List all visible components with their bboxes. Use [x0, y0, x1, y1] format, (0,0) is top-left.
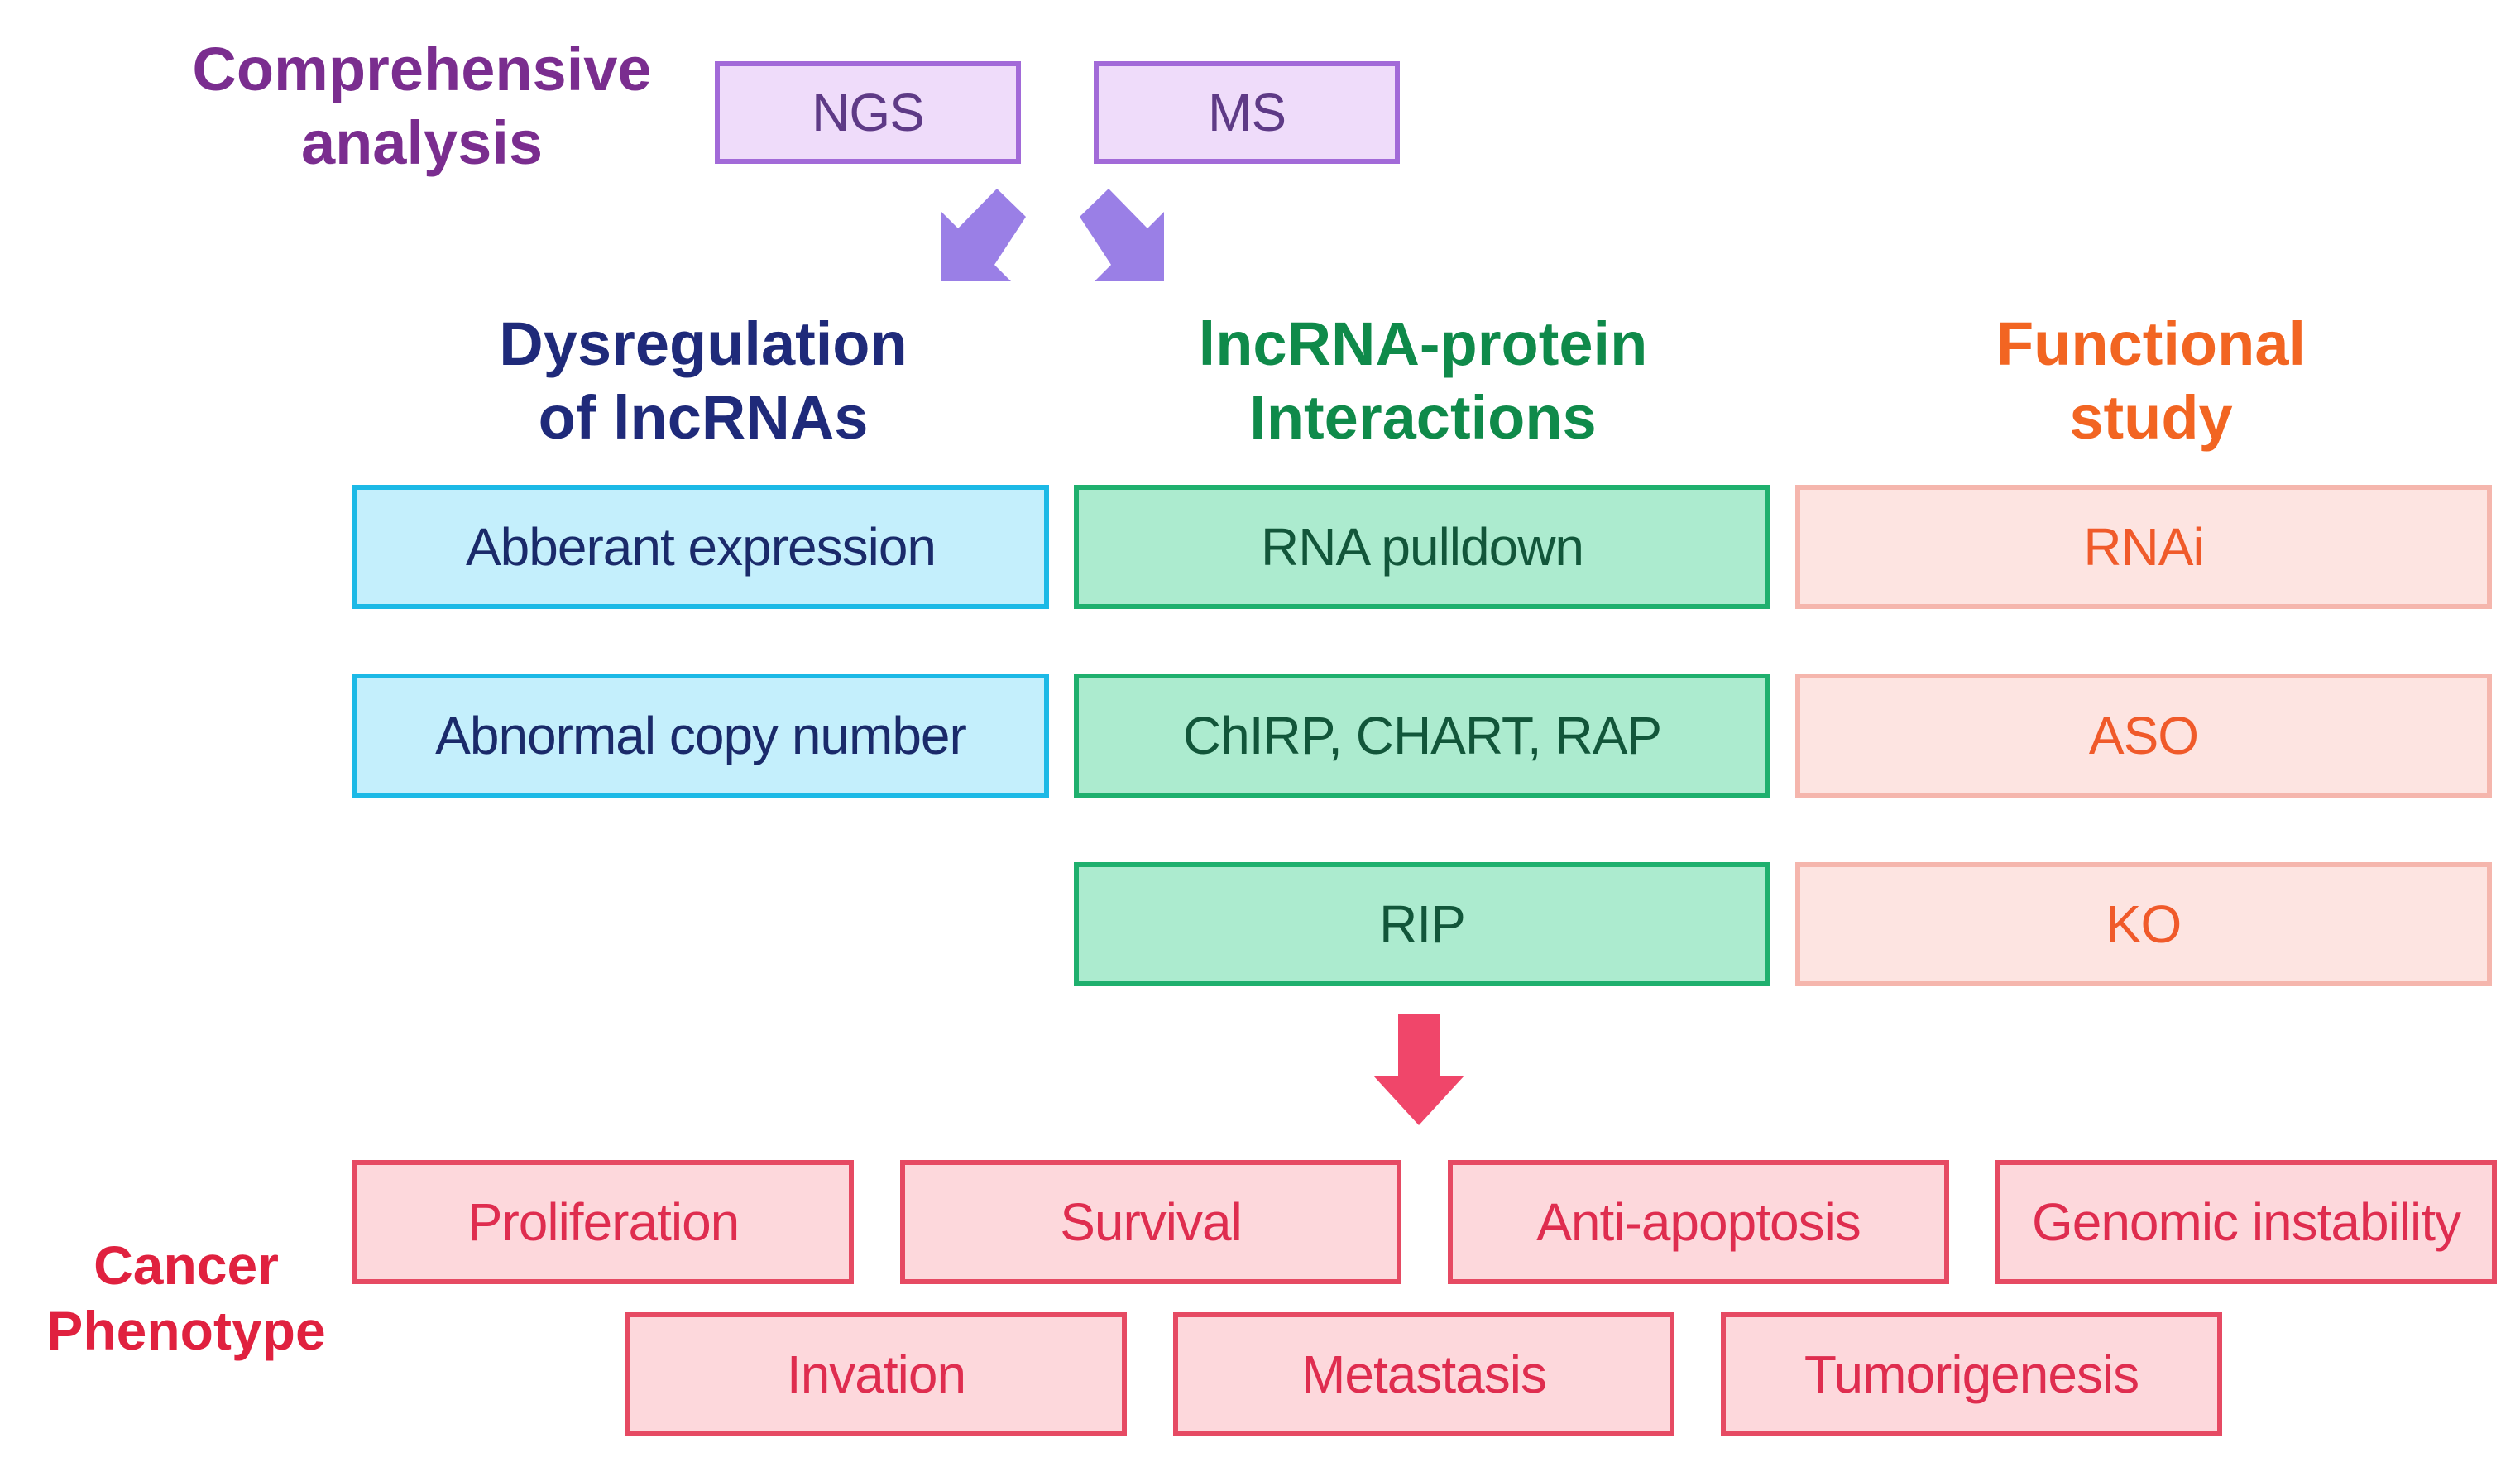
survival-box: Survival — [900, 1160, 1401, 1284]
comprehensive-analysis-line1: Comprehensive — [192, 35, 652, 103]
ms-label: MS — [1208, 83, 1286, 142]
comprehensive-analysis-label: Comprehensive analysis — [165, 33, 678, 180]
metastasis-box: Metastasis — [1173, 1312, 1674, 1436]
rip-box: RIP — [1074, 862, 1770, 986]
dysregulation-line1: Dysregulation — [499, 309, 908, 378]
cancer-phenotype-line2: Phenotype — [46, 1300, 326, 1362]
aso-box: ASO — [1795, 674, 2492, 798]
genomic-instability-box: Genomic instability — [1995, 1160, 2497, 1284]
rip-label: RIP — [1379, 894, 1466, 954]
arrow-down-red-icon — [1373, 1014, 1464, 1125]
metastasis-label: Metastasis — [1301, 1345, 1547, 1404]
comprehensive-analysis-line2: analysis — [300, 108, 544, 177]
ngs-box: NGS — [715, 61, 1021, 164]
tumorigenesis-label: Tumorigenesis — [1804, 1345, 2139, 1404]
chirp-chart-rap-label: ChIRP, CHART, RAP — [1182, 706, 1662, 765]
ms-box: MS — [1094, 61, 1400, 164]
dysregulation-header: Dysregulation of lncRNAs — [414, 308, 993, 455]
ngs-label: NGS — [812, 83, 925, 142]
functional-line2: study — [2069, 382, 2233, 452]
aso-label: ASO — [2088, 706, 2199, 765]
aberrant-expression-box: Abberant expression — [352, 485, 1049, 609]
arrow-down-right-icon — [1080, 189, 1164, 281]
genomic-instability-label: Genomic instability — [2031, 1192, 2461, 1252]
functional-line1: Functional — [1995, 309, 2307, 378]
rna-pulldown-label: RNA pulldown — [1261, 517, 1584, 577]
anti-apoptosis-box: Anti-apoptosis — [1448, 1160, 1949, 1284]
cancer-phenotype-line1: Cancer — [93, 1234, 279, 1296]
abnormal-copy-number-label: Abnormal copy number — [435, 706, 967, 765]
anti-apoptosis-label: Anti-apoptosis — [1536, 1192, 1861, 1252]
interactions-header: lncRNA-protein Interactions — [1117, 308, 1729, 455]
invation-box: Invation — [625, 1312, 1127, 1436]
proliferation-box: Proliferation — [352, 1160, 854, 1284]
ko-box: KO — [1795, 862, 2492, 986]
rnai-label: RNAi — [2083, 517, 2204, 577]
ko-label: KO — [2106, 894, 2182, 954]
interactions-line2: Interactions — [1249, 382, 1597, 452]
rnai-box: RNAi — [1795, 485, 2492, 609]
tumorigenesis-box: Tumorigenesis — [1721, 1312, 2222, 1436]
cancer-phenotype-label: Cancer Phenotype — [17, 1233, 356, 1364]
abnormal-copy-number-box: Abnormal copy number — [352, 674, 1049, 798]
dysregulation-line2: of lncRNAs — [538, 382, 869, 452]
proliferation-label: Proliferation — [467, 1192, 740, 1252]
survival-label: Survival — [1060, 1192, 1243, 1252]
chirp-chart-rap-box: ChIRP, CHART, RAP — [1074, 674, 1770, 798]
functional-header: Functional study — [1870, 308, 2432, 455]
invation-label: Invation — [786, 1345, 966, 1404]
arrow-down-left-icon — [941, 189, 1026, 281]
interactions-line1: lncRNA-protein — [1198, 309, 1648, 378]
rna-pulldown-box: RNA pulldown — [1074, 485, 1770, 609]
aberrant-expression-label: Abberant expression — [465, 517, 937, 577]
